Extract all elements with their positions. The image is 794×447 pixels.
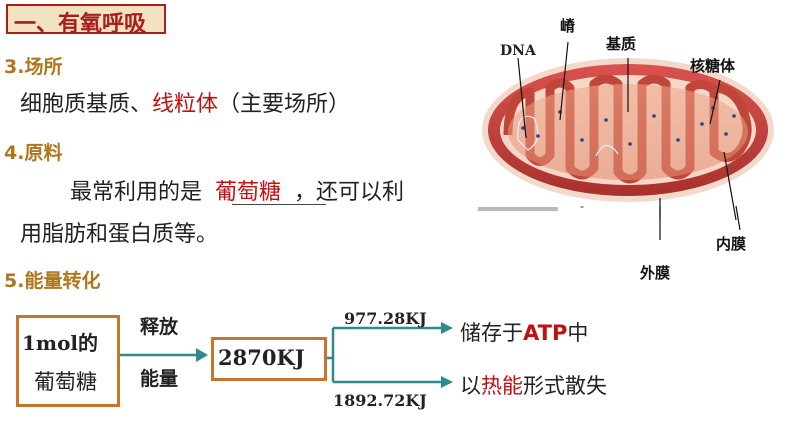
material-line1-suffix: ，还可以利 xyxy=(294,180,405,205)
section-title: 一、有氧呼吸 xyxy=(14,12,147,37)
label-ribosome: 核糖体 xyxy=(690,57,736,75)
label-dna: DNA xyxy=(500,43,536,59)
heat-prefix: 以 xyxy=(460,374,481,398)
release-arrow xyxy=(120,348,208,362)
heat-highlight: 热能 xyxy=(481,374,523,398)
stored-prefix: 储存于 xyxy=(460,321,523,345)
diagram-shadow-bar xyxy=(478,207,558,211)
heat-suffix: 形式散失 xyxy=(523,374,607,398)
glucose-name: 葡萄糖 xyxy=(34,370,97,394)
energy-heading: 5.能量转化 xyxy=(4,270,101,292)
total-energy-value: 2870KJ xyxy=(218,345,305,370)
release-label-2: 能量 xyxy=(140,368,179,390)
release-label-1: 释放 xyxy=(140,316,179,338)
heat-energy-text: 以热能形式散失 xyxy=(460,370,607,400)
matrix-shape xyxy=(508,84,748,180)
material-line1-prefix: 最常利用的是 xyxy=(70,180,203,205)
atp-label: ATP xyxy=(523,321,568,345)
section-title-banner xyxy=(6,4,166,34)
label-inner-membrane: 内膜 xyxy=(716,235,747,253)
heat-energy-amount: 1892.72KJ xyxy=(333,391,427,410)
glucose-box xyxy=(16,315,120,407)
place-line: 细胞质基质、线粒体（主要场所） xyxy=(20,86,350,118)
stored-energy-text: 储存于ATP中 xyxy=(460,317,588,347)
stored-energy-amount: 977.28KJ xyxy=(344,309,427,328)
mitochondrion-diagram xyxy=(482,41,774,220)
branch-arrows xyxy=(327,322,453,388)
material-line-2: 用脂肪和蛋白质等。 xyxy=(20,222,219,247)
diagram-leader-lines-lower xyxy=(580,206,741,240)
material-line-1: 最常利用的是葡萄糖 ，还可以利 xyxy=(70,174,404,206)
place-heading: 3.场所 xyxy=(4,56,63,78)
place-line-prefix: 细胞质基质、 xyxy=(20,92,153,117)
label-matrix: 基质 xyxy=(606,35,637,53)
place-line-highlight: 线粒体 xyxy=(152,92,219,117)
material-heading: 4.原料 xyxy=(4,142,63,164)
stored-suffix: 中 xyxy=(567,321,589,345)
fill-in-blank-underline xyxy=(232,204,326,205)
material-blank-answer: 葡萄糖 xyxy=(215,180,282,205)
glucose-amount: 1mol的 xyxy=(22,331,99,355)
label-outer-membrane: 外膜 xyxy=(640,264,671,282)
total-energy-box xyxy=(211,337,327,381)
label-cristae: 嵴 xyxy=(560,17,576,35)
place-line-suffix: （主要场所） xyxy=(218,92,351,117)
